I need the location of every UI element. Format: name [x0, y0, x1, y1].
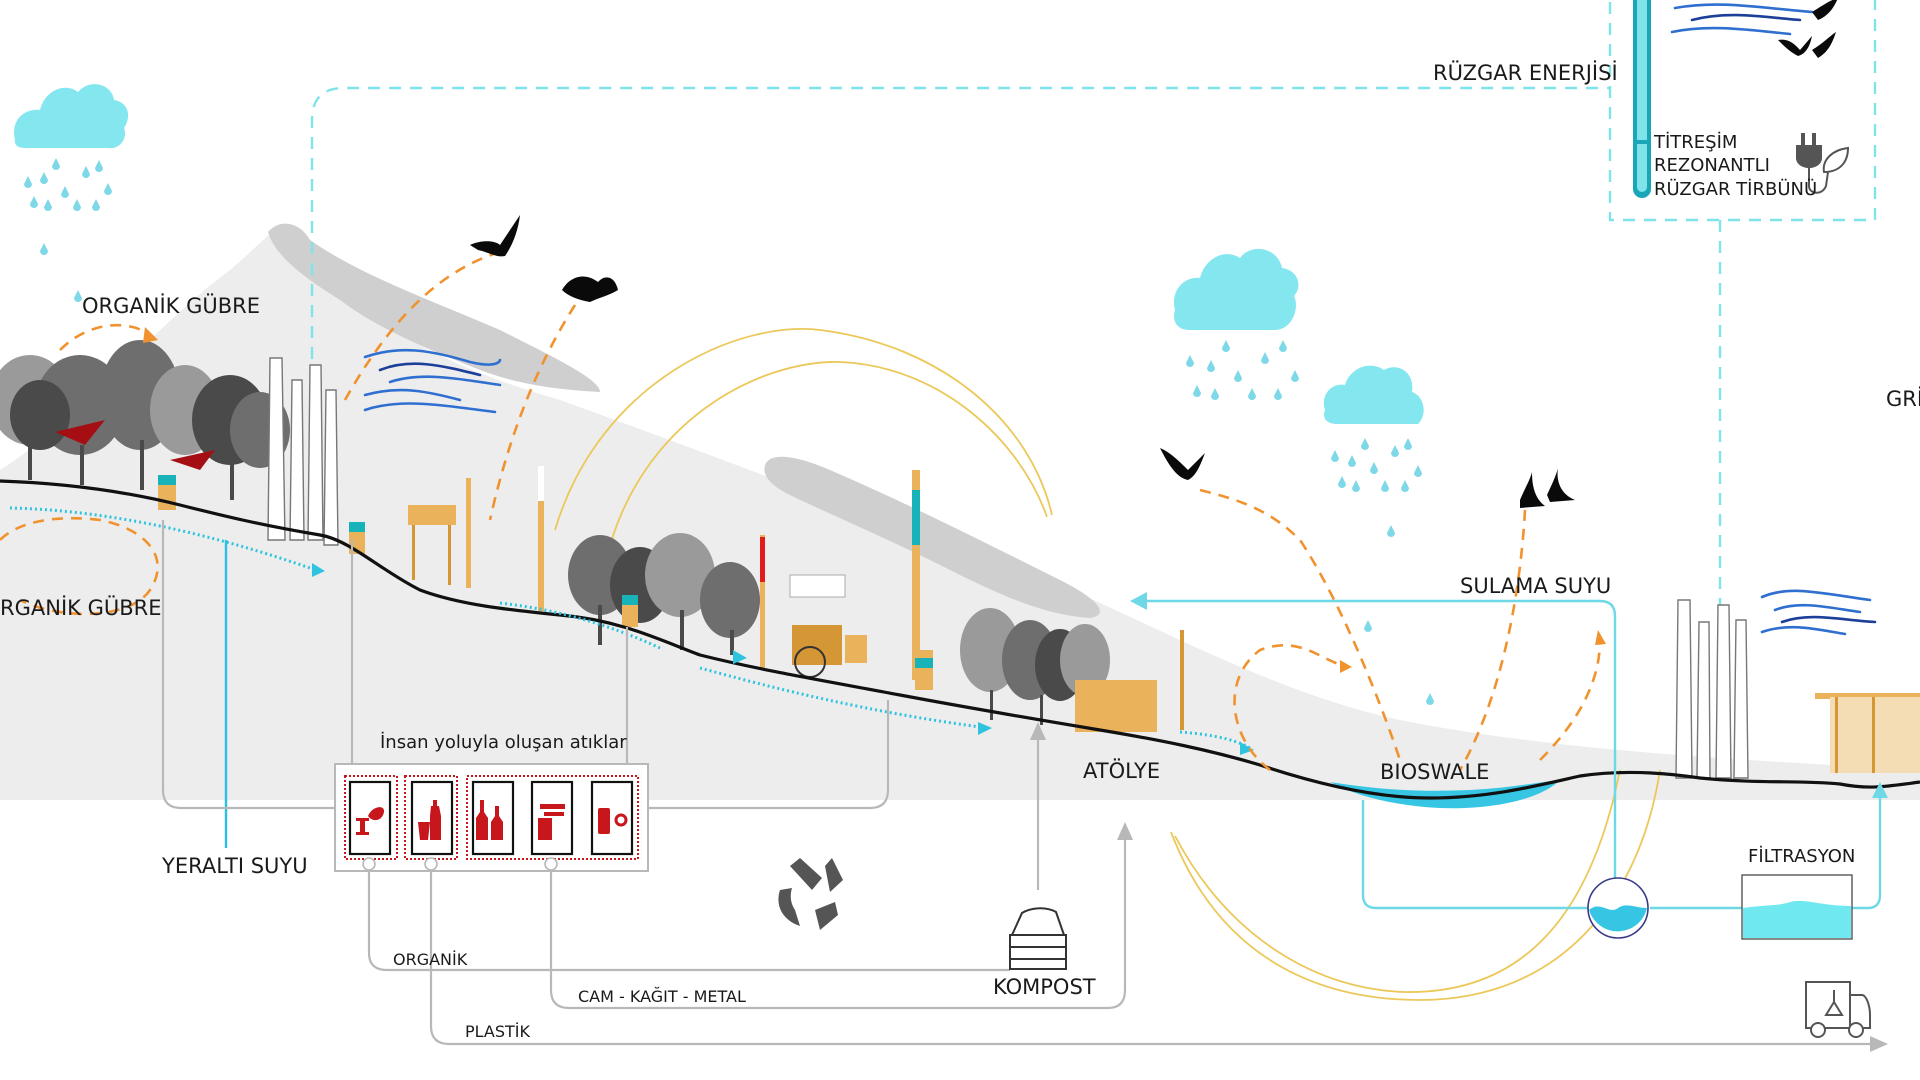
paper-bin [530, 780, 574, 856]
bird-icon [1547, 468, 1575, 502]
wind-waves-right [1760, 589, 1877, 636]
gold-arc-upper-outer [554, 328, 1053, 531]
filtration-label: FİLTRASYON [1748, 846, 1855, 867]
turbine-inset-frame [1608, 0, 1877, 222]
compost-crate-icon [1009, 907, 1067, 970]
runoff-flow-4 [1179, 730, 1251, 750]
plastic-bin [410, 780, 454, 856]
runoff-flow-1 [9, 506, 311, 570]
paper-icon [538, 804, 565, 840]
filtration-arrowhead [1872, 782, 1888, 798]
wind-energy-connector [310, 86, 1610, 380]
rain-cloud-right-large [1174, 248, 1299, 400]
resonant-wind-turbines-right [1675, 599, 1749, 779]
wind-energy-label: RÜZGAR ENERJİSİ [1433, 60, 1618, 85]
plastic-arrowhead [1870, 1036, 1888, 1052]
organic-flow-line [367, 860, 1010, 972]
bird-icon [1812, 0, 1838, 20]
storage-tank-icon [1587, 877, 1649, 939]
ground-line [0, 479, 1920, 800]
rain-cloud-right-small [1323, 365, 1434, 705]
atelier-arrowhead [1117, 822, 1133, 840]
turbine-label-line3: RÜZGAR TİRBÜNÜ [1654, 178, 1817, 200]
tree-cluster-right [960, 608, 1110, 725]
cup-bottle-icon [418, 800, 441, 840]
rain-cloud-left [14, 84, 129, 302]
wood-structures [158, 466, 1920, 773]
wind-waves-mountain [363, 348, 502, 414]
filtration-line [1650, 795, 1882, 910]
bioswale-flow-4 [1539, 639, 1602, 761]
bird-icon [562, 276, 618, 302]
bioswale-label: BIOSWALE [1380, 760, 1489, 784]
bioswale-flow-1 [1199, 488, 1402, 761]
glass-paper-metal-flow-line [549, 838, 1127, 1010]
bioswale-flow-3 [1233, 644, 1346, 772]
plastic-flow-line [429, 860, 1870, 1046]
irrigation-water-line [1140, 599, 1617, 925]
apple-core-leaf-icon [356, 807, 385, 835]
turbine-label-line2: REZONANTLI [1654, 155, 1770, 176]
gold-arc-upper-inner [605, 361, 1048, 561]
irrigation-water-label: SULAMA SUYU [1460, 574, 1611, 598]
hill-shadow-lower [764, 456, 1100, 618]
organic-bin [348, 780, 392, 856]
groundwater-label: YERALTI SUYU [161, 854, 308, 878]
bottles-icon [476, 800, 503, 840]
hill-shadow-upper [268, 223, 600, 392]
organic-label: ORGANİK [393, 950, 468, 969]
organic-fertilizer-top-label: ORGANİK GÜBRE [82, 293, 260, 318]
glass-paper-metal-label: CAM - KAĞIT - METAL [578, 987, 746, 1006]
waste-collect-left [161, 520, 335, 810]
bird-icon [1520, 472, 1545, 508]
metal-bin [590, 780, 634, 856]
filtration-tank-icon [1741, 874, 1853, 940]
compost-arrowhead [1030, 722, 1046, 740]
bird-icons [470, 0, 1838, 508]
organic-fertilizer-bottom-label: RGANİK GÜBRE [0, 595, 162, 620]
bioswale-water [1330, 780, 1560, 809]
plastic-label: PLASTİK [465, 1022, 531, 1041]
wind-waves-inset [1670, 3, 1814, 36]
recycle-leaf-icon [778, 858, 843, 930]
plug-leaf-icon [1796, 133, 1850, 194]
hill-background [0, 227, 1920, 800]
bioswale-flow-2 [1458, 509, 1527, 771]
shade-sail-1 [55, 420, 215, 470]
fertilizer-flow-bottom [0, 516, 159, 616]
glass-bin [471, 780, 515, 856]
can-gear-icon [598, 808, 628, 834]
bird-flow-1 [343, 250, 501, 401]
gold-arc-lower-inner [1174, 769, 1621, 993]
grey-water-partial-label: GRİ [1886, 386, 1920, 411]
workshop-label: ATÖLYE [1083, 758, 1160, 783]
resonant-turbine-pole-icon [1633, 0, 1651, 198]
bin-connector-3 [544, 857, 558, 871]
irrigation-arrowhead [1130, 592, 1147, 610]
bioswale-drain-loop [1361, 800, 1590, 910]
compost-label: KOMPOST [993, 975, 1096, 999]
bin-connector-2 [424, 857, 438, 871]
turbine-label-line1: TİTREŞİM [1653, 132, 1737, 153]
resonant-wind-turbines-left [267, 357, 339, 546]
bird-icon [1778, 36, 1812, 56]
bird-icon [1812, 32, 1836, 58]
runoff-flow-2 [499, 601, 661, 650]
human-waste-label: İnsan yoluyla oluşan atıklar [380, 732, 627, 753]
bird-flow-2 [488, 304, 577, 521]
waste-collect-far [648, 700, 890, 810]
bird-icon [1160, 448, 1205, 480]
delivery-truck-plant-icon [1805, 981, 1871, 1038]
bin-connector-1 [362, 857, 376, 871]
tree-cluster-left [0, 340, 290, 500]
bird-icon [470, 215, 520, 257]
